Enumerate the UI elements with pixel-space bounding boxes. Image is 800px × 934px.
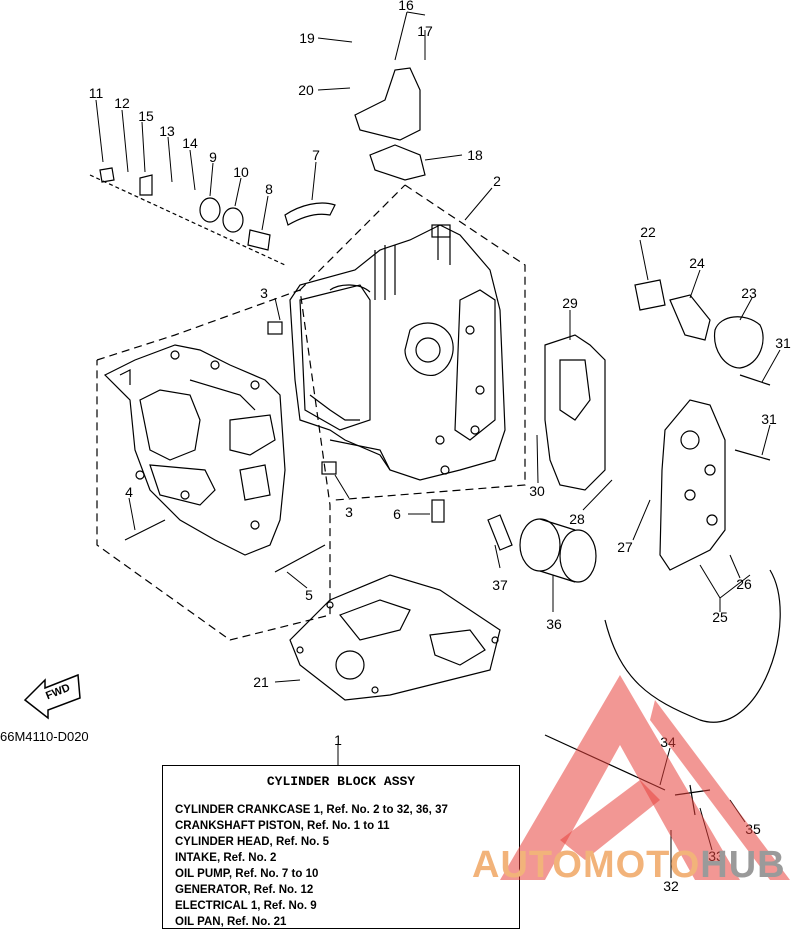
callout-8: 8 xyxy=(265,181,273,197)
callout-36: 36 xyxy=(546,616,562,632)
callout-15: 15 xyxy=(138,108,154,124)
gasket-18 xyxy=(369,144,426,181)
legend-line: INTAKE, Ref. No. 2 xyxy=(175,852,277,864)
legend-line: GENERATOR, Ref. No. 12 xyxy=(175,884,314,896)
legend-line: OIL PAN, Ref. No. 21 xyxy=(175,916,287,928)
callout-23: 23 xyxy=(741,285,757,301)
bolt-31a xyxy=(739,374,771,386)
legend-line: CYLINDER CRANKCASE 1, Ref. No. 2 to 32, … xyxy=(175,804,448,816)
oil-pump-parts xyxy=(89,167,286,266)
pin-6 xyxy=(431,499,445,523)
fitting-37 xyxy=(487,514,513,551)
callout-21: 21 xyxy=(253,674,269,690)
legend-line: CYLINDER HEAD, Ref. No. 5 xyxy=(175,836,329,848)
gasket-29 xyxy=(544,334,606,491)
callout-9: 9 xyxy=(209,149,217,165)
callout-29: 29 xyxy=(562,295,578,311)
callout-28: 28 xyxy=(569,511,585,527)
legend-line: CRANKSHAFT PISTON, Ref. No. 1 to 11 xyxy=(175,820,390,832)
callout-7: 7 xyxy=(312,147,320,163)
callout-16: 16 xyxy=(398,0,414,13)
callout-4: 4 xyxy=(125,484,133,500)
watermark-text: AUTOMOTOHUB xyxy=(472,844,786,887)
callout-2: 2 xyxy=(493,173,501,189)
callout-11: 11 xyxy=(88,85,104,101)
legend-box: CYLINDER BLOCK ASSY CYLINDER CRANKCASE 1… xyxy=(162,765,520,929)
callout-30: 30 xyxy=(529,483,545,499)
callout-19: 19 xyxy=(299,30,315,46)
bolt-5 xyxy=(274,544,326,573)
callout-13: 13 xyxy=(159,123,175,139)
cylinder-block xyxy=(289,224,506,481)
callout-27: 27 xyxy=(617,539,633,555)
callout-3b: 3 xyxy=(345,504,353,520)
crankcase xyxy=(103,344,286,556)
part-code: 66M4110-D020 xyxy=(0,729,89,744)
legend-line: OIL PUMP, Ref. No. 7 to 10 xyxy=(175,868,319,880)
thermostat-22 xyxy=(634,279,666,311)
callout-22: 22 xyxy=(640,224,656,240)
callout-24: 24 xyxy=(689,255,705,271)
callout-25: 25 xyxy=(712,609,728,625)
dowel-3a xyxy=(267,321,283,335)
oil-pan-gasket xyxy=(289,574,501,701)
callout-18: 18 xyxy=(467,147,483,163)
oil-filter xyxy=(519,518,597,583)
watermark-text-part1: AUTOMOTO xyxy=(472,844,701,886)
group-outline-2 xyxy=(334,184,526,501)
callout-3a: 3 xyxy=(260,285,268,301)
callout-35: 35 xyxy=(745,821,761,837)
tube-32-35 xyxy=(604,569,781,723)
callout-6: 6 xyxy=(393,506,401,522)
cylinder-head xyxy=(659,399,726,571)
callout-1: 1 xyxy=(334,732,342,748)
callout-20: 20 xyxy=(298,82,314,98)
callout-32: 32 xyxy=(663,878,679,894)
bolt-31b xyxy=(734,449,771,461)
watermark-text-part2: HUB xyxy=(700,844,786,886)
gasket-24 xyxy=(669,294,711,341)
cover-23 xyxy=(713,316,764,369)
callout-31b: 31 xyxy=(761,411,777,427)
legend-line: ELECTRICAL 1, Ref. No. 9 xyxy=(175,900,317,912)
callout-12: 12 xyxy=(114,95,130,111)
legend-title: CYLINDER BLOCK ASSY xyxy=(266,774,416,789)
group-outline-crankcase xyxy=(96,289,331,641)
cover-16 xyxy=(354,67,421,141)
callout-37: 37 xyxy=(492,577,508,593)
callout-5: 5 xyxy=(305,587,313,603)
callout-34: 34 xyxy=(660,734,676,750)
callout-26: 26 xyxy=(736,576,752,592)
callout-31a: 31 xyxy=(775,335,791,351)
fwd-arrow-shape xyxy=(23,673,81,720)
callout-10: 10 xyxy=(233,164,249,180)
callout-17: 17 xyxy=(417,23,433,39)
dowel-3b xyxy=(321,461,337,475)
bolt-4 xyxy=(124,519,166,541)
callout-14: 14 xyxy=(182,135,198,151)
hose-7 xyxy=(284,202,336,226)
